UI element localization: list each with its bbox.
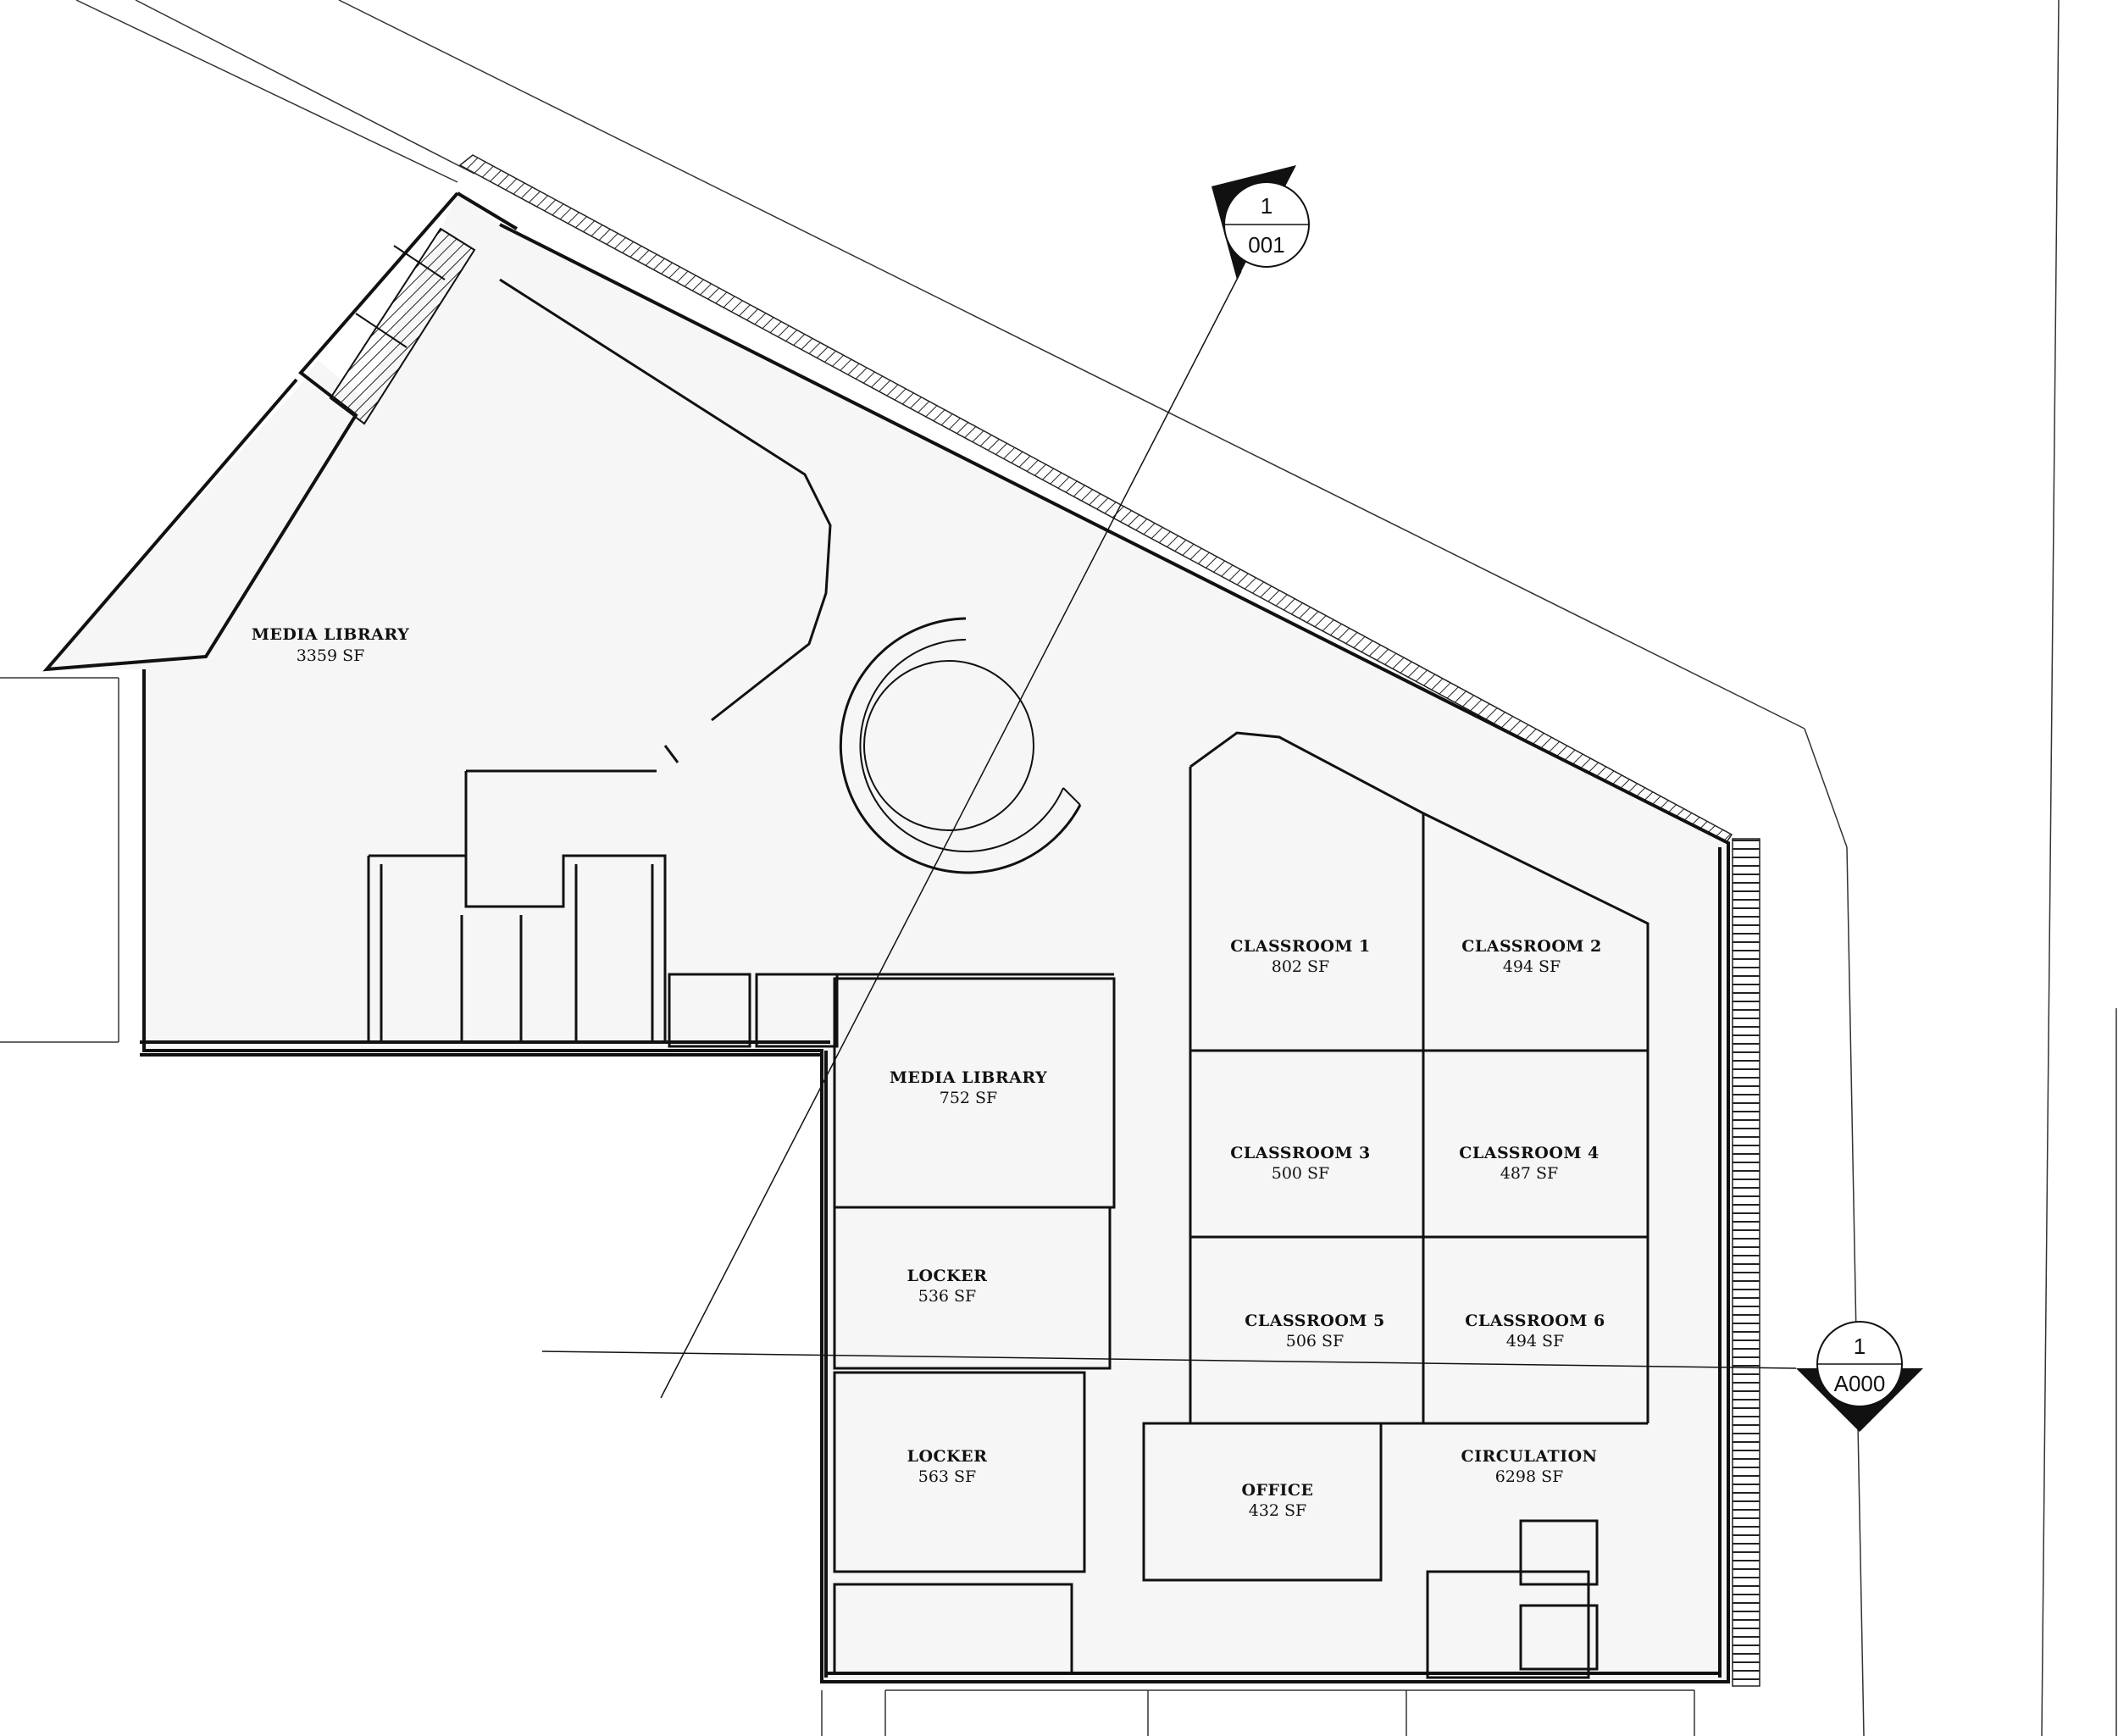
room-name: CIRCULATION [1461,1447,1598,1466]
room-name: CLASSROOM 4 [1459,1144,1600,1162]
room-area: 494 SF [1506,1332,1565,1351]
room-area: 536 SF [918,1287,977,1306]
room-area: 432 SF [1249,1501,1307,1520]
section-sheet: 001 [1248,232,1284,258]
hatched-edge-strips [458,154,1760,1687]
room-name: CLASSROOM 6 [1465,1312,1605,1330]
room-area: 752 SF [940,1089,998,1107]
interior-walls [367,278,1649,1679]
room-area: 563 SF [918,1467,977,1486]
room-name: LOCKER [907,1267,988,1285]
room-area: 494 SF [1503,957,1561,976]
room-name: CLASSROOM 2 [1461,937,1602,956]
room-area: 3359 SF [297,646,365,665]
room-name: LOCKER [907,1447,988,1466]
floor-slab [47,193,1728,1682]
section-number: 1 [1854,1334,1866,1359]
room-area: 500 SF [1272,1164,1330,1183]
room-name: OFFICE [1241,1481,1313,1500]
section-marker-a000: 1 A000 [1796,1321,1923,1432]
room-area: 802 SF [1272,957,1330,976]
room-area: 6298 SF [1495,1467,1564,1486]
spiral-stair [839,617,1082,874]
section-marker-001: 1 001 [1211,165,1310,280]
room-area: 506 SF [1286,1332,1345,1351]
room-area: 487 SF [1500,1164,1559,1183]
room-name: MEDIA LIBRARY [890,1068,1047,1087]
room-labels: MEDIA LIBRARY 3359 SF MEDIA LIBRARY 752 … [252,625,1605,1520]
room-name: CLASSROOM 5 [1245,1312,1385,1330]
room-name: MEDIA LIBRARY [252,625,409,644]
section-number: 1 [1261,193,1272,219]
room-name: CLASSROOM 3 [1230,1144,1371,1162]
stair-upper-left [329,227,476,425]
section-sheet: A000 [1834,1371,1886,1396]
room-name: CLASSROOM 1 [1230,937,1371,956]
section-cut-lines [541,270,1797,1399]
